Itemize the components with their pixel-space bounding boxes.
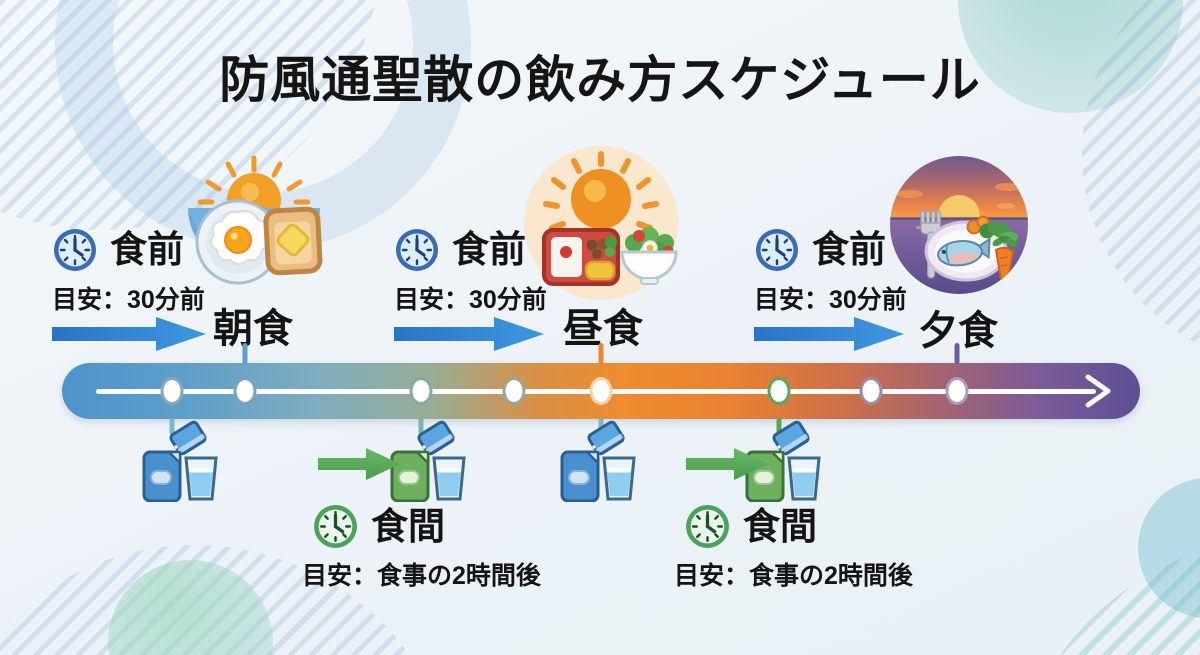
- timeline-dot: [589, 377, 613, 405]
- blue-right-arrow-icon: [52, 317, 206, 351]
- before-meal-guide: 目安：30分前: [52, 286, 205, 314]
- connector-dose-2: [418, 418, 424, 435]
- connector-dose-4: [776, 418, 782, 442]
- meal-name-breakfast: 朝食: [213, 307, 293, 351]
- timeline-arrowhead-icon: [1085, 374, 1111, 408]
- between-meals-guide: 目安：食事の2時間後: [302, 562, 541, 590]
- blue-clock-icon: [54, 229, 96, 271]
- timeline-dot: [409, 377, 433, 405]
- breakfast-sunrise-egg-toast-illustration: [188, 155, 323, 285]
- page-title: 防風通聖散の飲み方スケジュール: [219, 52, 981, 108]
- medicine-sachet-water-glass-blue-icon: [560, 420, 636, 502]
- between-meals-block-2: 食間 目安：食事の2時間後: [674, 503, 913, 592]
- between-meals-block-1: 食間 目安：食事の2時間後: [302, 503, 541, 592]
- before-meal-label: 食前: [110, 229, 184, 270]
- connector-lunch: [598, 343, 604, 364]
- before-lunch-dose-block: 食前 目安：30分前: [394, 227, 624, 351]
- lunch-sun-bento-salad-illustration: [524, 146, 678, 300]
- medicine-sachet-water-glass-blue-icon: [142, 420, 218, 502]
- timeline-dot: [233, 377, 257, 405]
- before-dinner-dose-block: 食前 目安：30分前: [754, 227, 984, 351]
- medicine-sachet-water-glass-green-icon: [745, 420, 821, 502]
- dinner-sunset-fish-plate-illustration: [890, 156, 1028, 294]
- before-meal-label: 食前: [812, 229, 886, 270]
- green-right-arrow-icon: [686, 448, 768, 480]
- before-meal-guide: 目安：30分前: [754, 286, 907, 314]
- green-clock-icon: [314, 505, 357, 548]
- timeline-dot: [160, 377, 184, 405]
- between-meals-label: 食間: [743, 506, 817, 547]
- timeline-dot: [945, 377, 969, 405]
- green-right-arrow-icon: [318, 448, 400, 480]
- blue-clock-icon: [396, 229, 438, 271]
- connector-dinner: [954, 343, 960, 364]
- connector-breakfast: [242, 343, 248, 364]
- blue-clock-icon: [756, 229, 798, 271]
- blue-right-arrow-icon: [754, 317, 904, 351]
- timeline-dot: [859, 377, 883, 405]
- before-breakfast-dose-block: 食前 目安：30分前: [52, 227, 282, 351]
- between-meals-label: 食間: [371, 506, 445, 547]
- connector-dose-1: [169, 418, 175, 435]
- blue-right-arrow-icon: [394, 317, 544, 351]
- before-meal-guide: 目安：30分前: [394, 286, 547, 314]
- medicine-sachet-water-glass-green-icon: [390, 420, 466, 502]
- green-clock-icon: [686, 505, 729, 548]
- between-meals-guide: 目安：食事の2時間後: [674, 562, 913, 590]
- timeline-dot: [502, 377, 526, 405]
- before-meal-label: 食前: [452, 229, 526, 270]
- timeline-dot: [767, 377, 791, 405]
